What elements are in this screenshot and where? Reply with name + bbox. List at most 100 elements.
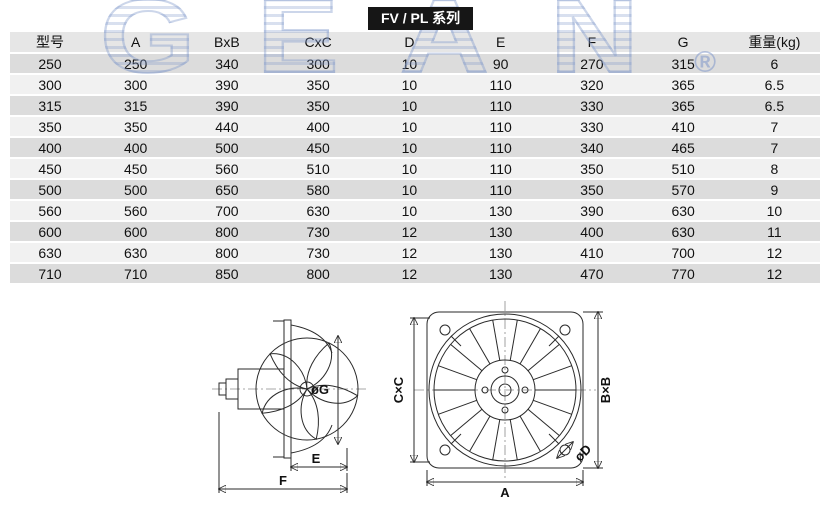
column-header: A	[130, 34, 141, 50]
table-cell: 110	[489, 181, 512, 198]
impeller-blades	[255, 337, 359, 441]
table-cell: 12	[766, 244, 783, 261]
table-cell: 350	[306, 76, 330, 93]
dimension-label-f: F	[279, 473, 287, 488]
dimension-label-bxb: B×B	[598, 377, 613, 403]
dimension-label-a: A	[500, 485, 510, 500]
table-cell: 10	[401, 97, 418, 114]
table-cell: 10	[401, 55, 418, 72]
table-cell: 330	[580, 118, 604, 135]
table-cell: 130	[488, 265, 513, 282]
table-cell: 400	[38, 139, 62, 156]
dimension-label-cxc: C×C	[391, 376, 406, 403]
table-cell: 710	[123, 265, 148, 282]
table-cell: 450	[306, 139, 330, 156]
table-cell: 510	[671, 160, 695, 177]
dimension-label-od: øD	[571, 441, 594, 464]
table-cell: 365	[671, 76, 695, 93]
table-cell: 400	[123, 139, 148, 156]
table-cell: 730	[306, 244, 330, 261]
column-header: G	[677, 34, 689, 50]
table-cell: 11	[767, 223, 782, 240]
column-header: E	[495, 34, 506, 50]
table-cell: 365	[671, 97, 695, 114]
table-cell: 770	[671, 265, 695, 282]
table-cell: 800	[306, 265, 330, 282]
table-cell: 130	[488, 223, 513, 240]
table-cell: 10	[766, 202, 783, 219]
table-cell: 130	[488, 244, 513, 261]
table-cell: 110	[489, 97, 512, 114]
table-cell: 630	[671, 223, 695, 240]
table-cell: 110	[489, 139, 512, 156]
table-cell: 710	[38, 265, 62, 282]
table-cell: 560	[123, 202, 148, 219]
table-cell: 250	[38, 55, 62, 72]
table-cell: 560	[215, 160, 239, 177]
mounting-hole	[439, 324, 451, 336]
column-header: BxB	[214, 34, 240, 50]
table-cell: 390	[215, 97, 239, 114]
table-cell: 850	[215, 265, 239, 282]
table-cell: 465	[671, 139, 695, 156]
column-header: 型号	[36, 34, 64, 50]
side-view-drawing: øG E F	[212, 319, 368, 493]
guard-spokes	[434, 320, 576, 460]
dimension-label-g: øG	[311, 382, 329, 397]
table-cell: 450	[123, 160, 148, 177]
table-cell: 470	[580, 265, 604, 282]
table-cell: 630	[671, 202, 695, 219]
table-cell: 10	[401, 202, 418, 219]
table-cell: 630	[123, 244, 148, 261]
table-cell: 400	[580, 223, 604, 240]
table-cell: 10	[401, 118, 418, 135]
table-cell: 630	[38, 244, 62, 261]
dimension-label-e: E	[312, 451, 321, 466]
table-cell: 6	[770, 55, 779, 72]
table-cell: 700	[671, 244, 695, 261]
table-cell: 390	[580, 202, 604, 219]
table-cell: 90	[492, 55, 509, 72]
table-cell: 12	[401, 223, 418, 240]
table-cell: 350	[123, 118, 148, 135]
table-cell: 350	[580, 160, 604, 177]
table-cell: 300	[123, 76, 148, 93]
table-cell: 580	[306, 181, 330, 198]
table-cell: 500	[123, 181, 148, 198]
table-cell: 110	[489, 160, 512, 177]
table-cell: 110	[489, 118, 512, 135]
column-header: F	[587, 34, 597, 50]
table-cell: 410	[580, 244, 604, 261]
table-cell: 440	[215, 118, 239, 135]
mounting-hole	[559, 324, 571, 336]
table-cell: 510	[306, 160, 330, 177]
table-cell: 800	[215, 244, 239, 261]
table-cell: 340	[215, 55, 239, 72]
front-view-drawing: C×C B×B A øD	[391, 301, 613, 500]
table-cell: 12	[401, 265, 418, 282]
table-cell: 390	[215, 76, 239, 93]
mounting-hole	[439, 444, 451, 456]
table-cell: 130	[488, 202, 513, 219]
table-cell: 600	[123, 223, 148, 240]
table-cell: 6.5	[764, 76, 785, 93]
table-cell: 350	[580, 181, 604, 198]
table-cell: 500	[38, 181, 62, 198]
table-cell: 320	[580, 76, 604, 93]
table-cell: 350	[38, 118, 62, 135]
table-cell: 110	[489, 76, 512, 93]
table-cell: 300	[38, 76, 62, 93]
table-cell: 10	[401, 181, 418, 198]
table-cell: 7	[770, 118, 779, 135]
table-cell: 570	[671, 181, 695, 198]
